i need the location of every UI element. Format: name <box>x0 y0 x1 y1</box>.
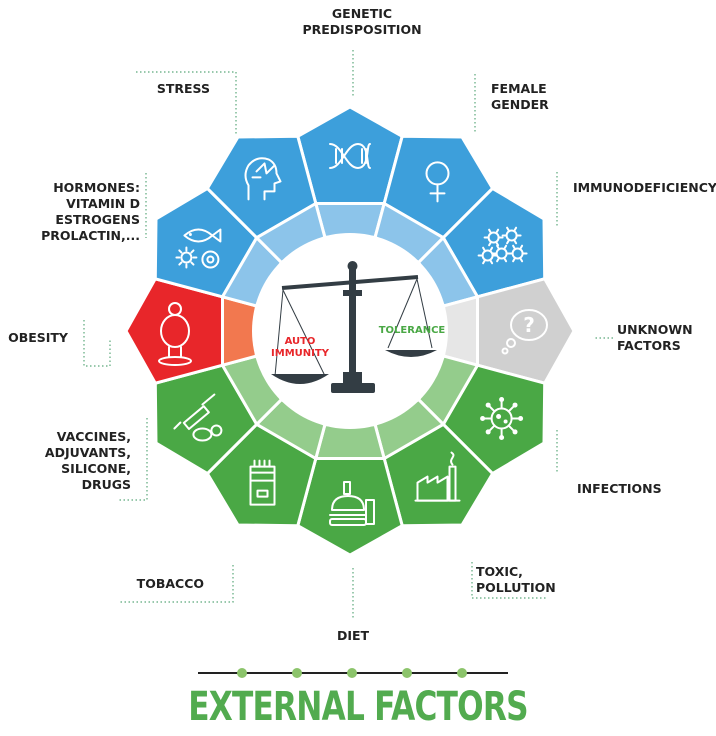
label-line: PREDISPOSITION <box>302 22 421 37</box>
leader-obesity <box>83 320 111 367</box>
dna-icon <box>329 143 371 169</box>
label-line: FACTORS <box>617 338 681 353</box>
sector-inner-obesity <box>221 294 258 368</box>
label-line: INFECTIONS <box>577 481 662 496</box>
sector-inner-genetic <box>313 202 387 239</box>
fish-sun-fruit-icon <box>175 228 222 269</box>
label-obesity: OBESITY <box>8 330 69 345</box>
label-infections: INFECTIONS <box>577 481 662 496</box>
label-line: DIET <box>337 628 370 643</box>
label-vaccines: VACCINES,ADJUVANTS,SILICONE,DRUGS <box>45 429 131 492</box>
label-line: TOBACCO <box>137 576 204 591</box>
autoimmunity-label-line1: AUTO <box>285 336 316 347</box>
leader-lines <box>83 50 613 620</box>
label-diet: DIET <box>337 628 370 643</box>
label-line: TOXIC, <box>476 564 523 579</box>
footer-title: EXTERNAL FACTORS <box>188 684 528 730</box>
label-line: POLLUTION <box>476 580 556 595</box>
obese-person-icon <box>158 302 192 366</box>
label-line: STRESS <box>157 81 210 96</box>
label-immunodeficiency: IMMUNODEFICIENCY <box>573 180 716 195</box>
footer-dot <box>347 668 357 678</box>
label-line: HORMONES: <box>53 180 140 195</box>
question-thought-icon: ? <box>501 309 548 355</box>
label-line: ESTROGENS <box>55 212 140 227</box>
label-tobacco: TOBACCO <box>137 576 204 591</box>
factor-icons: ? <box>158 143 548 526</box>
footer-divider <box>198 668 508 678</box>
label-line: DRUGS <box>82 477 131 492</box>
label-toxic: TOXIC,POLLUTION <box>476 564 556 595</box>
virus-icon <box>480 397 524 440</box>
leader-toxic <box>471 562 548 599</box>
label-line: OBESITY <box>8 330 69 345</box>
sector-inner-unknown <box>442 294 479 368</box>
label-line: VITAMIN D <box>66 196 140 211</box>
footer-dot <box>402 668 412 678</box>
syringe-pills-icon <box>173 393 223 442</box>
label-line: GENETIC <box>332 6 392 21</box>
svg-text:?: ? <box>523 313 535 337</box>
label-line: VACCINES, <box>57 429 131 444</box>
stressed-head-icon <box>244 157 282 201</box>
footer-dot <box>237 668 247 678</box>
label-line: UNKNOWN <box>617 322 693 337</box>
label-stress: STRESS <box>157 81 210 96</box>
label-line: ADJUVANTS, <box>45 445 131 460</box>
immune-cells-icon <box>477 226 528 265</box>
leader-vaccines <box>118 418 148 501</box>
food-icon <box>329 481 375 526</box>
label-line: FEMALE <box>491 81 547 96</box>
female-symbol-icon <box>425 161 450 203</box>
footer-dot <box>457 668 467 678</box>
label-line: PROLACTIN,... <box>41 228 140 243</box>
tolerance-label: TOLERANCE <box>379 325 446 336</box>
leader-stress <box>136 71 237 135</box>
autoimmunity-label-line2: IMMUNITY <box>271 348 330 359</box>
leader-tobacco <box>120 565 234 603</box>
factory-icon <box>414 451 461 502</box>
sector-inner-diet <box>313 423 387 460</box>
label-line: SILICONE, <box>61 461 131 476</box>
cigarette-pack-icon <box>249 459 276 506</box>
label-line: GENDER <box>491 97 549 112</box>
footer-dot <box>292 668 302 678</box>
label-line: IMMUNODEFICIENCY <box>573 180 716 195</box>
balance-scale-icon <box>271 261 437 393</box>
